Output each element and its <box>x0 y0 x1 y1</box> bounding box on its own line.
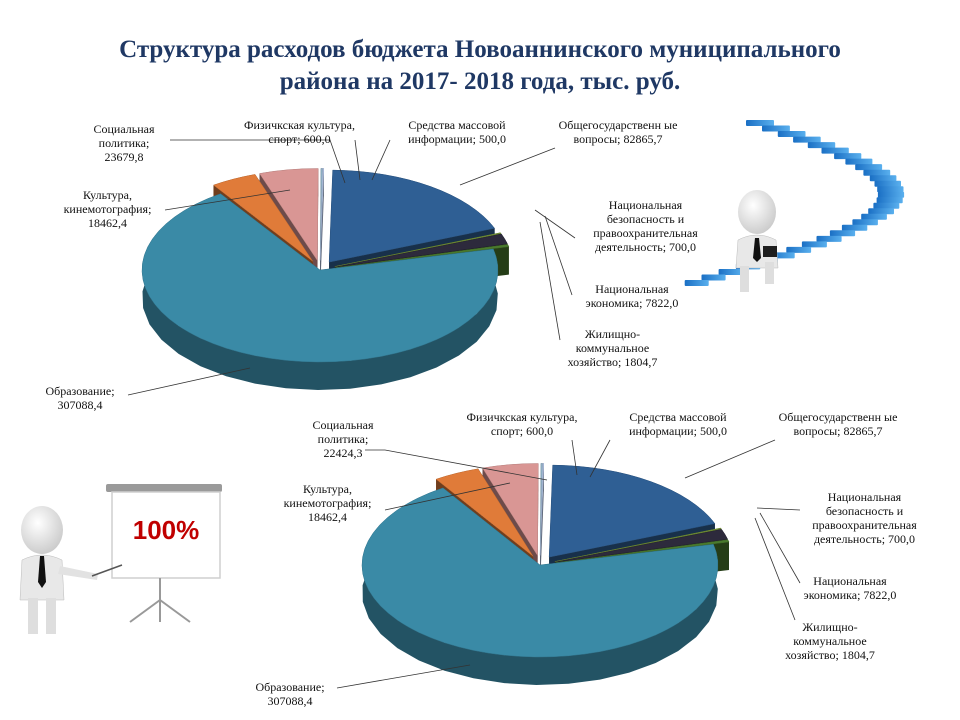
pie-slice-economy <box>555 529 728 563</box>
label-social-2018: Социальная политика; 22424,3 <box>312 418 374 460</box>
leader-line <box>170 139 346 184</box>
label-security-2017: Национальная безопасность и правоохранит… <box>593 198 698 254</box>
leader-line <box>684 439 776 479</box>
leader-line <box>571 439 578 476</box>
stair-step <box>876 197 903 204</box>
pie-slice-general <box>548 464 716 558</box>
presentation-illustration: 100% <box>19 484 222 634</box>
label-economy-2017: Национальная экономика; 7822,0 <box>585 282 679 310</box>
stair-step <box>855 164 883 171</box>
label-security-2018: Национальная безопасность и правоохранит… <box>812 490 917 546</box>
stair-step <box>874 180 901 187</box>
label-leader-lines <box>127 139 801 689</box>
title-line-1: Структура расходов бюджета Новоаннинског… <box>119 36 841 63</box>
stair-step <box>821 147 849 154</box>
pie-slice-education <box>141 193 499 363</box>
pie-slice-general <box>328 169 496 263</box>
label-media-2017: Средства массовой информации; 500,0 <box>408 118 506 146</box>
businessman-figure <box>735 190 779 292</box>
board-text: 100% <box>133 515 200 545</box>
leader-line <box>354 139 361 181</box>
label-education-2017: Образование; 307088,4 <box>45 384 115 412</box>
pie-chart-2017 <box>141 168 510 390</box>
leader-line <box>371 139 391 181</box>
stair-step <box>793 136 821 143</box>
leader-line <box>539 221 561 341</box>
label-general-2017: Общегосударственн ые вопросы; 82865,7 <box>558 118 678 146</box>
stair-step <box>877 186 904 193</box>
label-social-2017: Социальная политика; 23679,8 <box>93 122 155 164</box>
stair-step <box>786 246 812 253</box>
leader-line <box>754 517 796 621</box>
label-education-2018: Образование; 307088,4 <box>255 680 325 708</box>
stair-step <box>873 202 900 209</box>
leader-line <box>534 209 576 239</box>
stair-step <box>863 169 891 176</box>
stair-step <box>816 235 842 242</box>
stair-step <box>746 120 774 126</box>
stair-step <box>861 213 887 220</box>
pie-slice-education <box>361 487 719 658</box>
stair-step <box>762 125 790 132</box>
pie-slice-culture <box>212 174 314 262</box>
leader-line <box>384 482 511 511</box>
stair-step <box>701 274 726 281</box>
label-housing-2017: Жилищно- коммунальное хозяйство; 1804,7 <box>567 327 658 369</box>
stair-step <box>684 280 709 286</box>
pie-chart-2018 <box>361 463 730 685</box>
pie-slice-housing <box>555 539 730 563</box>
pie-slice-social <box>259 168 319 262</box>
stair-step <box>845 158 873 165</box>
leader-line <box>589 439 611 478</box>
pie-slice-media <box>540 463 545 556</box>
stair-step <box>841 224 868 231</box>
stair-step <box>852 219 878 226</box>
stair-step <box>807 142 836 149</box>
stair-step <box>868 208 894 215</box>
pie-slice-economy <box>335 233 508 268</box>
leader-line <box>756 507 801 511</box>
stair-step <box>829 230 856 237</box>
label-media-2018: Средства массовой информации; 500,0 <box>629 410 727 438</box>
stair-step <box>801 241 827 248</box>
label-sport-2018: Физичкская культура, спорт; 600,0 <box>466 410 578 438</box>
label-housing-2018: Жилищно- коммунальное хозяйство; 1804,7 <box>785 620 875 662</box>
leader-line <box>164 189 291 211</box>
leader-line <box>759 512 801 584</box>
pie-slice-security <box>334 232 502 267</box>
label-sport-2017: Физичкская культура, спорт; 600,0 <box>244 118 355 146</box>
stair-step <box>877 191 905 198</box>
leader-line <box>336 664 471 689</box>
leader-line <box>544 215 573 296</box>
pie-slice-security <box>554 527 722 562</box>
label-culture-2017: Культура, кинемотография; 18462,4 <box>63 188 152 230</box>
staircase-illustration <box>684 120 905 292</box>
presenter-figure <box>19 506 123 634</box>
pie-slice-culture <box>435 468 534 557</box>
stair-step <box>777 131 806 137</box>
stair-step <box>869 175 897 182</box>
page-title: Структура расходов бюджета Новоаннинског… <box>40 34 920 98</box>
label-culture-2018: Культура, кинемотография; 18462,4 <box>283 482 372 524</box>
leader-line <box>459 147 556 186</box>
leader-line <box>365 449 548 481</box>
leader-line <box>127 367 251 396</box>
title-line-2: района на 2017- 2018 года, тыс. руб. <box>279 68 681 95</box>
stair-step <box>718 269 743 275</box>
stair-step <box>834 153 862 160</box>
pie-slice-housing <box>335 244 510 268</box>
label-general-2018: Общегосударственн ые вопросы; 82865,7 <box>778 410 898 438</box>
label-economy-2018: Национальная экономика; 7822,0 <box>803 574 897 602</box>
pie-slice-media <box>320 168 325 261</box>
